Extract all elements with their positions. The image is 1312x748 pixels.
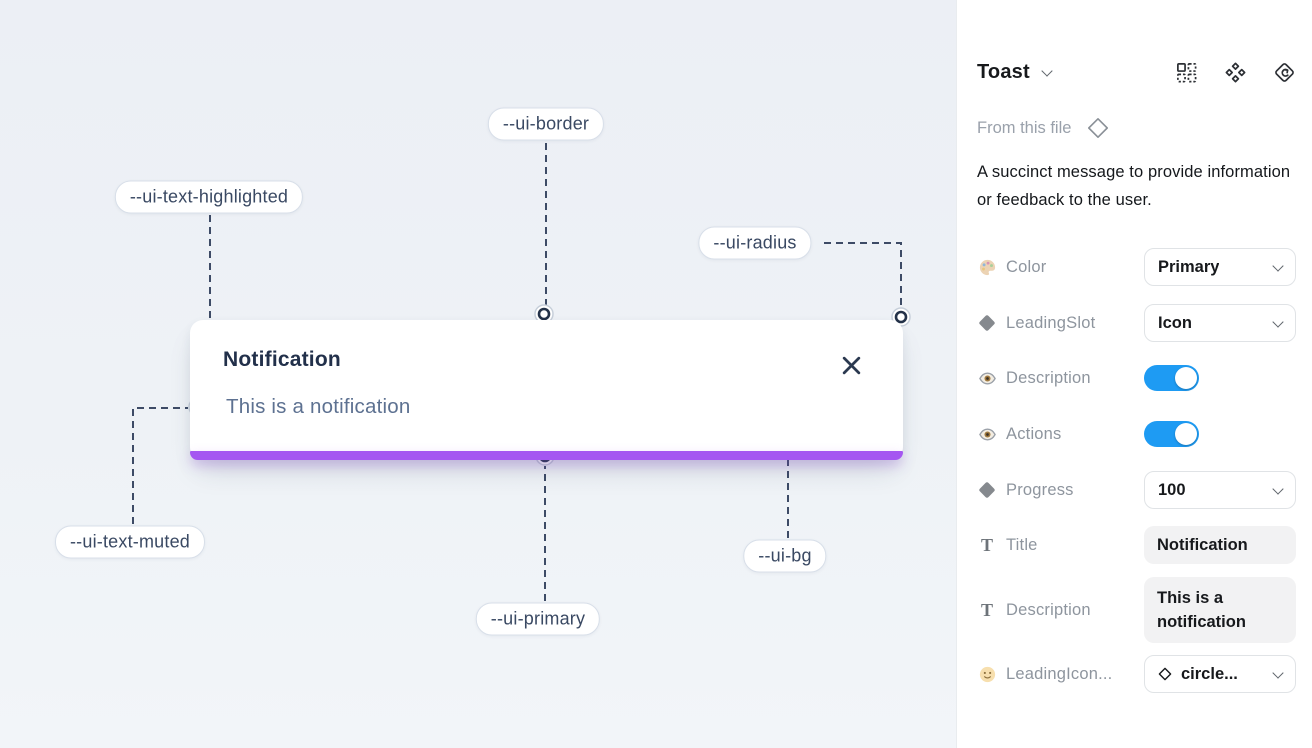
toast-description: This is a notification <box>226 395 411 418</box>
chevron-down-icon <box>1272 666 1284 679</box>
prop-row-leadingicon: LeadingIcon... circle... <box>977 654 1296 694</box>
var-label-ui-bg: --ui-bg <box>743 539 827 573</box>
smiley-icon <box>977 665 997 684</box>
var-label-ui-primary: --ui-primary <box>475 602 601 636</box>
toggle-knob <box>1175 367 1197 389</box>
component-name[interactable]: Toast <box>977 60 1030 83</box>
toast-progress-bar <box>190 451 903 460</box>
progress-dropdown[interactable]: 100 <box>1144 471 1296 509</box>
text-icon: T <box>980 534 993 555</box>
leadingslot-dropdown[interactable]: Icon <box>1144 304 1296 342</box>
instance-grid-icon[interactable] <box>1175 61 1198 84</box>
chevron-down-icon[interactable] <box>1041 64 1053 77</box>
title-field[interactable]: Notification <box>1144 526 1296 564</box>
var-label-ui-radius: --ui-radius <box>698 226 812 260</box>
dropdown-value: 100 <box>1158 480 1186 499</box>
eye-icon <box>977 369 997 388</box>
properties-panel: Toast <box>956 0 1312 748</box>
back-to-component-icon[interactable] <box>1273 61 1296 84</box>
prop-label: Color <box>1006 257 1047 276</box>
prop-label: Progress <box>1006 480 1074 499</box>
prop-label: Title <box>1006 535 1038 554</box>
close-icon[interactable] <box>841 355 862 376</box>
source-label: From this file <box>977 118 1072 137</box>
prop-row-actions-toggle: Actions <box>977 414 1296 454</box>
toast-preview[interactable]: Notification This is a notification <box>190 320 903 460</box>
chevron-down-icon <box>1272 482 1284 495</box>
diamond-icon <box>1086 116 1110 140</box>
diamond-icon <box>977 314 997 332</box>
connector-ui-radius <box>824 242 902 307</box>
prop-label: LeadingIcon... <box>1006 664 1113 683</box>
toast-title: Notification <box>223 348 341 371</box>
text-icon: T <box>980 599 993 620</box>
canvas: Notification This is a notification --ui… <box>0 0 956 748</box>
diamond-icon <box>1158 667 1172 681</box>
toggle-knob <box>1175 423 1197 445</box>
var-label-ui-border: --ui-border <box>487 107 605 141</box>
palette-icon <box>977 258 997 277</box>
prop-row-color: Color Primary <box>977 247 1296 287</box>
prop-row-description-text: T Description This is a notification <box>977 577 1296 643</box>
color-dropdown[interactable]: Primary <box>1144 248 1296 286</box>
var-label-ui-text-muted: --ui-text-muted <box>54 525 206 559</box>
dropdown-value: Primary <box>1158 257 1220 276</box>
description-field[interactable]: This is a notification <box>1144 577 1296 643</box>
chevron-down-icon <box>1272 315 1284 328</box>
prop-label: Description <box>1006 600 1091 619</box>
diamond-icon <box>977 481 997 499</box>
connector-ui-text-muted <box>132 407 188 524</box>
prop-label: LeadingSlot <box>1006 313 1096 332</box>
prop-row-title: T Title Notification <box>977 525 1296 565</box>
component-description: A succinct message to provide informatio… <box>977 163 1291 209</box>
eye-icon <box>977 425 997 444</box>
var-label-ui-text-highlighted: --ui-text-highlighted <box>114 180 304 214</box>
dropdown-value: circle... <box>1181 664 1238 683</box>
panel-header: Toast <box>977 56 1296 88</box>
chevron-down-icon <box>1272 259 1284 272</box>
actions-toggle[interactable] <box>1144 421 1199 447</box>
leadingicon-dropdown[interactable]: circle... <box>1144 655 1296 693</box>
header-icons <box>1175 61 1296 84</box>
prop-row-progress: Progress 100 <box>977 470 1296 510</box>
prop-label: Actions <box>1006 424 1062 443</box>
description-toggle[interactable] <box>1144 365 1199 391</box>
dropdown-value: Icon <box>1158 313 1192 332</box>
source-row: From this file <box>977 114 1110 142</box>
prop-label: Description <box>1006 368 1091 387</box>
components-icon[interactable] <box>1224 61 1247 84</box>
prop-row-description-toggle: Description <box>977 358 1296 398</box>
prop-row-leadingslot: LeadingSlot Icon <box>977 303 1296 343</box>
